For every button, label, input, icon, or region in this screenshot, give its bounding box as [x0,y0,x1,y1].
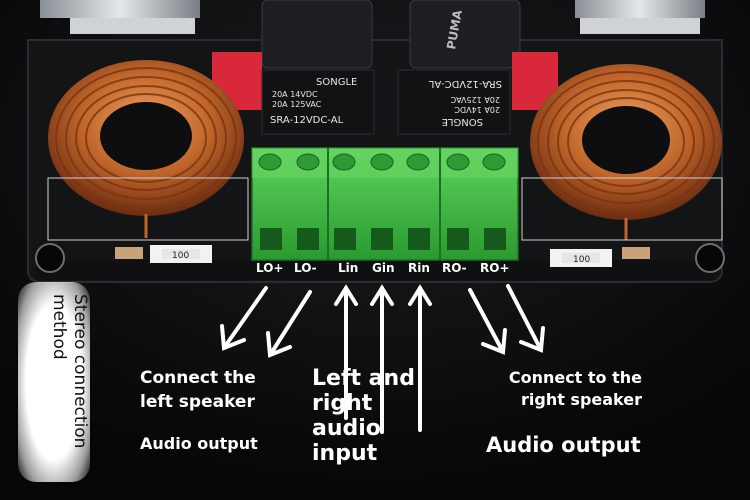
arrow-rin [408,284,432,432]
toroid-coil-right [530,64,722,240]
svg-text:20A 14VDC: 20A 14VDC [272,90,318,99]
terminal-label-ro-minus: RO- [442,261,467,275]
relay-left: SONGLE 20A 14VDC 20A 125VAC SRA-12VDC-AL [261,69,375,135]
svg-text:100: 100 [172,251,189,261]
arrow-ro-plus [506,284,545,353]
heatsink-left [40,0,200,34]
capacitor-label: PUMA [444,8,465,50]
audio-output-right-label: Audio output [486,433,641,457]
resistor-right: 100 [550,249,612,267]
heatsink-right [575,0,705,34]
stereo-method-label: Stereo connection method [49,294,90,449]
svg-text:20A 125VAC: 20A 125VAC [450,95,500,104]
terminal-label-ro-plus: RO+ [480,261,510,275]
relay-right: SONGLE 20A 14VDC 20A 125VAC SRA-12VDC-AL [397,69,511,135]
terminal-label-rin: Rin [408,261,430,275]
terminal-label-lin: Lin [338,261,358,275]
arrow-ro-minus [468,288,507,355]
toroid-coil-left [48,60,244,238]
arrow-lin [334,284,358,420]
terminal-label-lo-minus: LO- [294,261,317,275]
connect-right-speaker-label: Connect to the right speaker [508,368,642,409]
svg-text:SRA-12VDC-AL: SRA-12VDC-AL [428,78,502,89]
audio-output-left-label: Audio output [140,434,258,453]
svg-text:20A 125VAC: 20A 125VAC [272,100,322,109]
svg-text:SONGLE: SONGLE [442,116,483,127]
terminal-block [251,147,519,261]
arrow-gin [370,284,394,434]
svg-text:20A 14VDC: 20A 14VDC [454,105,500,114]
audio-input-label: Left and right audio input [312,366,415,466]
terminal-labels: LO+ LO- Lin Gin Rin RO- RO+ [256,261,510,275]
terminal-label-lo-plus: LO+ [256,261,283,275]
svg-text:SONGLE: SONGLE [316,77,357,88]
svg-text:SRA-12VDC-AL: SRA-12VDC-AL [270,115,344,126]
svg-text:100: 100 [573,255,590,265]
arrow-lo-plus [220,286,268,351]
terminal-label-gin: Gin [372,261,395,275]
stereo-method-panel [18,282,90,482]
connect-left-speaker-label: Connect the left speaker [140,368,256,412]
arrow-lo-minus [266,290,312,358]
resistor-left: 100 [150,245,212,263]
